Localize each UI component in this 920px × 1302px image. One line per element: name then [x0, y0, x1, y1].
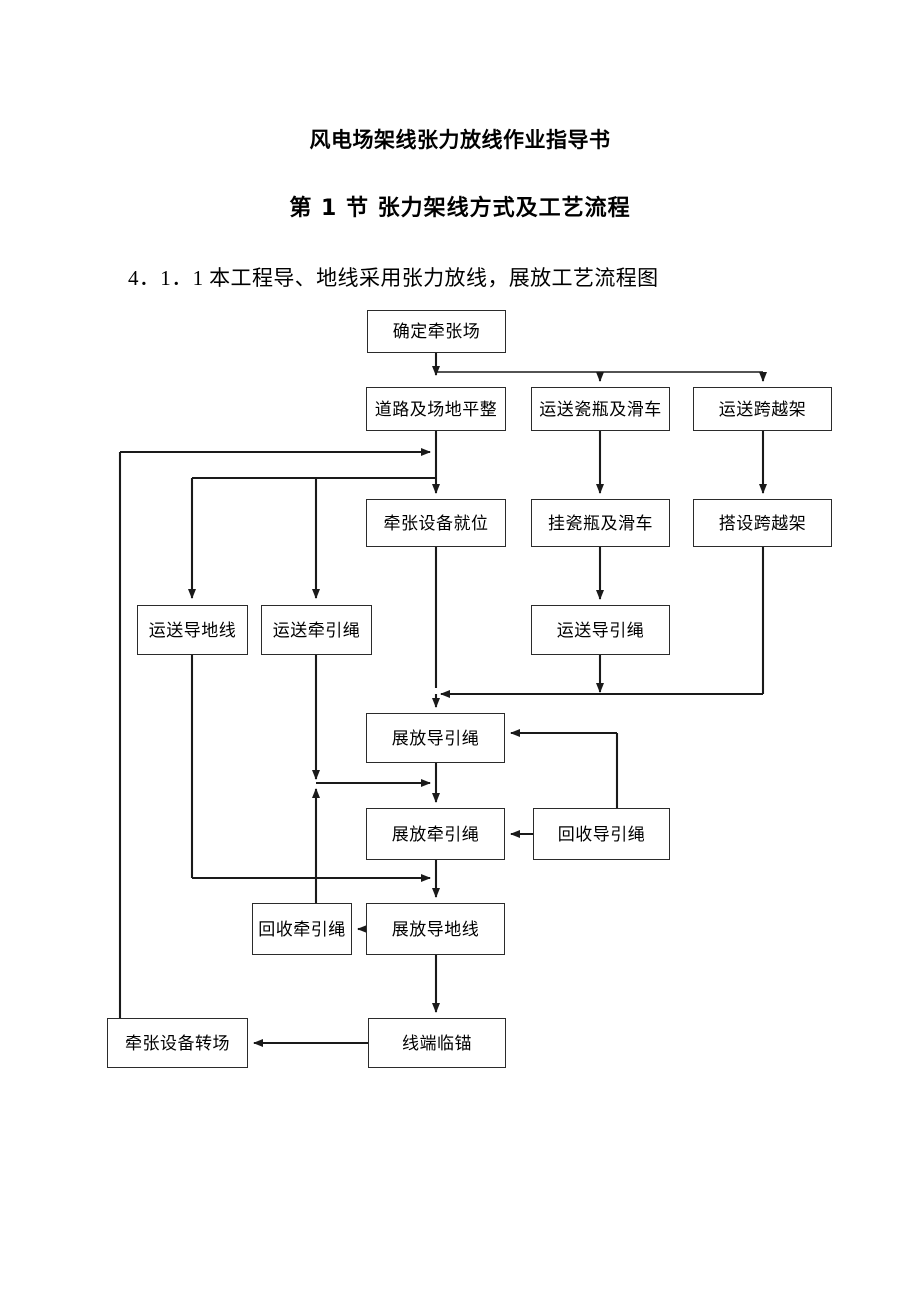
flow-node-n9[interactable]: 运送牵引绳 — [261, 605, 372, 655]
flow-node-label: 回收牵引绳 — [258, 919, 346, 939]
flow-node-label: 牵张设备转场 — [125, 1033, 230, 1053]
flow-node-n3[interactable]: 运送瓷瓶及滑车 — [531, 387, 670, 431]
flow-node-n4[interactable]: 运送跨越架 — [693, 387, 832, 431]
flow-node-n8[interactable]: 运送导地线 — [137, 605, 248, 655]
flow-node-n15[interactable]: 展放导地线 — [366, 903, 505, 955]
flow-node-n17[interactable]: 线端临锚 — [368, 1018, 506, 1068]
flow-node-n16[interactable]: 牵张设备转场 — [107, 1018, 248, 1068]
flow-node-label: 道路及场地平整 — [374, 399, 498, 419]
flow-node-label: 运送牵引绳 — [272, 620, 361, 640]
flow-node-n2[interactable]: 道路及场地平整 — [366, 387, 506, 431]
flow-node-label: 线端临锚 — [402, 1033, 472, 1053]
flow-node-n13[interactable]: 回收导引绳 — [533, 808, 670, 860]
flow-node-n5[interactable]: 牵张设备就位 — [366, 499, 506, 547]
document-title: 风电场架线张力放线作业指导书 — [309, 128, 611, 152]
flow-node-label: 运送瓷瓶及滑车 — [539, 399, 662, 419]
flow-node-label: 展放导地线 — [391, 919, 480, 939]
flow-node-n7[interactable]: 搭设跨越架 — [693, 499, 832, 547]
flow-node-n10[interactable]: 运送导引绳 — [531, 605, 670, 655]
flow-node-n12[interactable]: 展放牵引绳 — [366, 808, 505, 860]
flow-node-label: 挂瓷瓶及滑车 — [548, 513, 653, 533]
flow-node-n6[interactable]: 挂瓷瓶及滑车 — [531, 499, 670, 547]
flow-node-n1[interactable]: 确定牵张场 — [367, 310, 506, 353]
flow-node-label: 运送跨越架 — [718, 399, 807, 419]
flow-node-label: 运送导引绳 — [556, 620, 645, 640]
flow-node-n14[interactable]: 回收牵引绳 — [252, 903, 352, 955]
section-title: 第 1 节 张力架线方式及工艺流程 — [289, 196, 631, 221]
flow-node-label: 回收导引绳 — [557, 824, 646, 844]
flow-node-label: 展放牵引绳 — [391, 824, 480, 844]
flow-node-label: 搭设跨越架 — [718, 513, 807, 533]
flow-node-n11[interactable]: 展放导引绳 — [366, 713, 505, 763]
flow-node-label: 展放导引绳 — [391, 728, 480, 748]
flow-node-label: 牵张设备就位 — [383, 513, 489, 533]
clause-text: 4．1．1 本工程导、地线采用张力放线，展放工艺流程图 — [128, 266, 659, 290]
flow-node-label: 确定牵张场 — [392, 322, 481, 341]
flow-node-label: 运送导地线 — [148, 620, 237, 640]
